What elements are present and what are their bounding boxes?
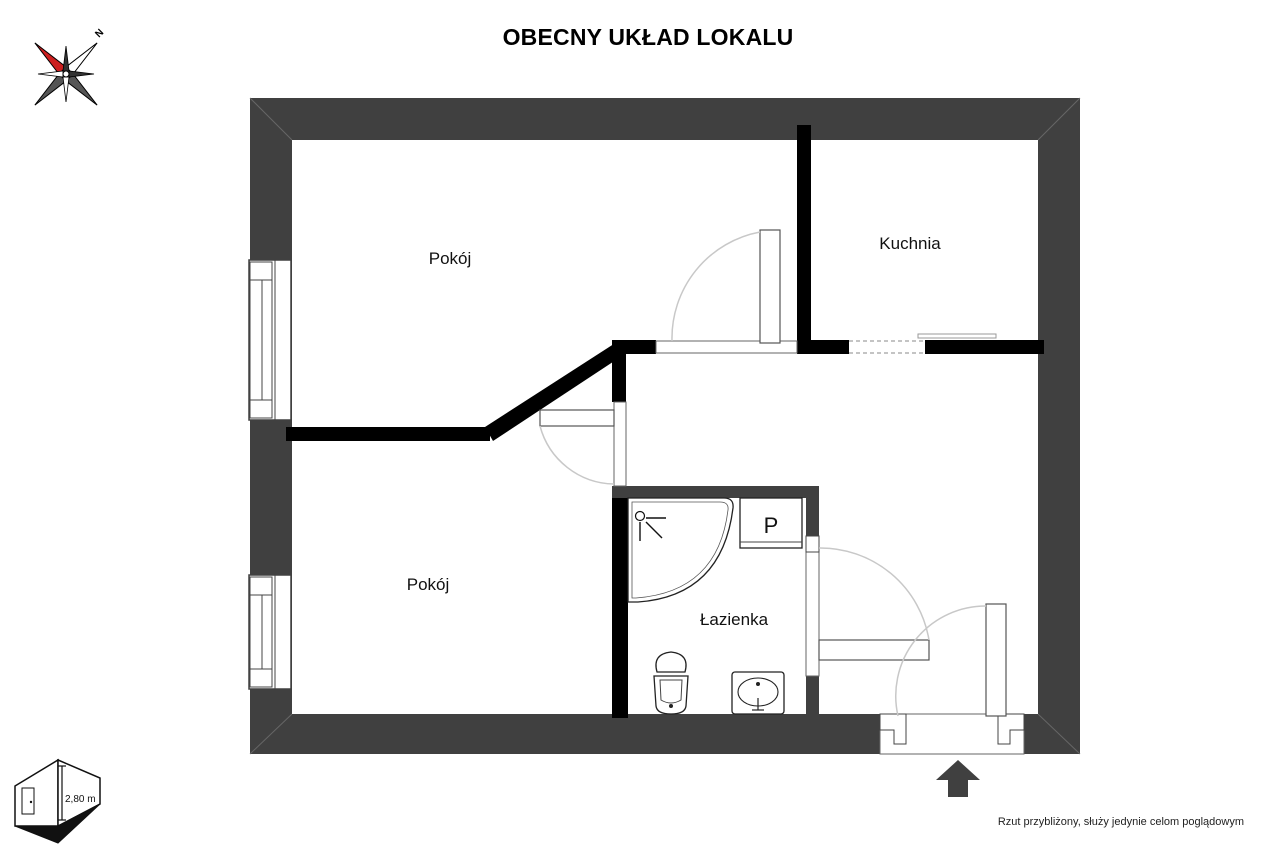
room-label-pokoj-bottom: Pokój	[407, 575, 450, 594]
window-bottom-left	[248, 574, 292, 690]
room-label-lazienka: Łazienka	[700, 610, 769, 629]
shower-icon	[627, 497, 734, 603]
kitchen-opening	[849, 333, 997, 354]
ceiling-height-label: 2,80 m	[65, 794, 96, 805]
boiler-label: P	[764, 513, 779, 538]
plan-title: OBECNY UKŁAD LOKALU	[502, 24, 794, 50]
toilet-icon	[653, 651, 689, 715]
ceiling-height-icon: 2,80 m	[14, 758, 101, 844]
door-lazienka	[805, 535, 930, 677]
outer-walls	[249, 97, 1081, 755]
boiler-fixture: P	[739, 497, 803, 549]
door-pokoj-top	[655, 229, 798, 354]
room-label-kuchnia: Kuchnia	[879, 234, 941, 253]
entrance-door	[879, 603, 1025, 755]
compass-rose-icon: N	[34, 27, 106, 106]
sink-icon	[731, 671, 785, 715]
disclaimer-note: Rzut przybliżony, służy jedynie celom po…	[997, 816, 1244, 828]
window-top-left	[248, 259, 292, 421]
room-label-pokoj-top: Pokój	[429, 249, 472, 268]
entrance-arrow-icon	[936, 760, 980, 797]
inner-walls	[286, 125, 1044, 718]
door-pokoj-bottom	[539, 401, 627, 487]
compass-north-letter: N	[93, 27, 106, 40]
